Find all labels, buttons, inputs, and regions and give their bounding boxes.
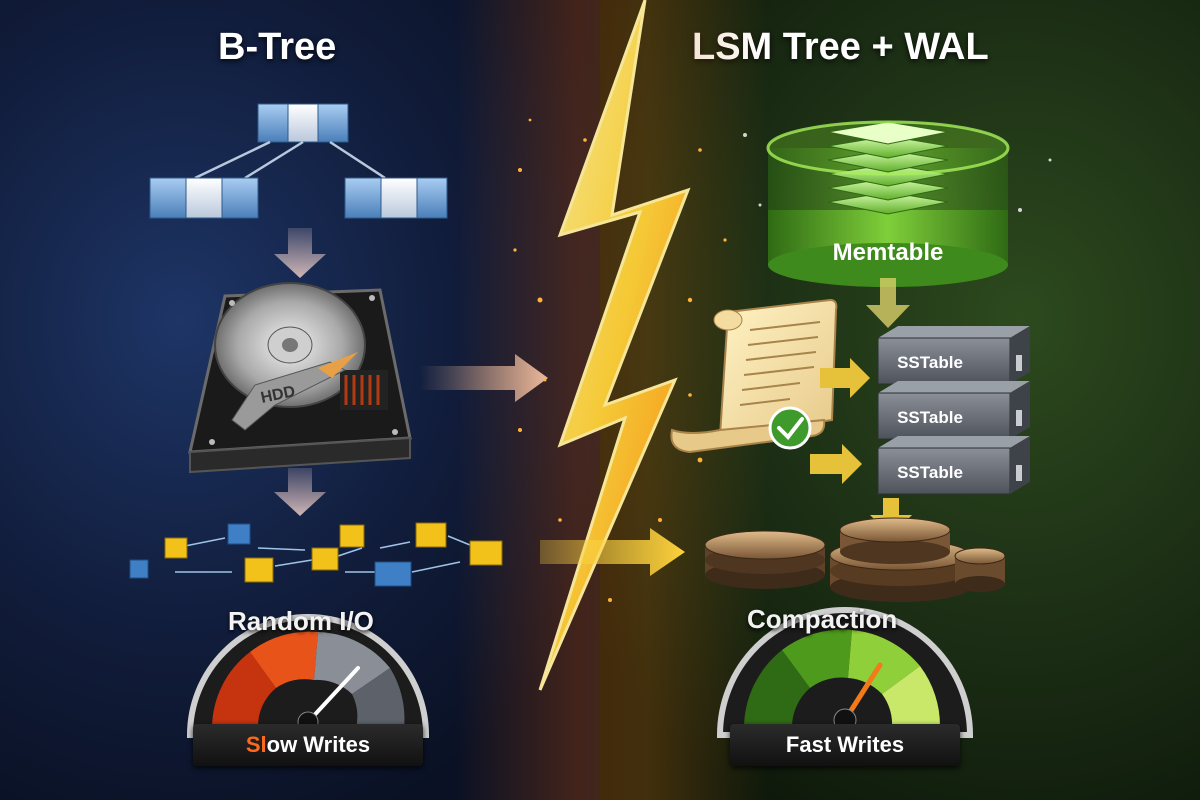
- memtable-icon: Memtable: [766, 120, 1010, 287]
- sstable-label: SSTable: [897, 463, 963, 482]
- arrow-icon: [810, 444, 862, 484]
- sstable-label: SSTable: [897, 408, 963, 427]
- lsm-title: LSM Tree + WAL: [692, 26, 989, 68]
- arrow-icon: [820, 358, 870, 398]
- sstable-3: SSTable: [877, 436, 1030, 495]
- btree-title: B-Tree: [218, 26, 337, 68]
- sstable-label: SSTable: [897, 353, 963, 372]
- sparkles: [743, 133, 1052, 212]
- sstable-1: SSTable: [877, 326, 1030, 385]
- arrow-icon: [866, 278, 910, 328]
- fast-writes-label: Fast Writes: [730, 724, 960, 766]
- btree-right-child-node: [344, 177, 448, 219]
- hard-drive-icon: HDD: [188, 282, 412, 474]
- compaction-label: Compaction: [747, 604, 898, 634]
- arrow-icon: [420, 354, 548, 402]
- btree-edges: [194, 140, 386, 180]
- compaction-coins-icon: [704, 517, 1006, 602]
- btree-left-child-node: [149, 177, 259, 219]
- random-io-label: Random I/O: [228, 606, 374, 636]
- random-io-blocks: [129, 522, 503, 587]
- scroll-icon: [670, 298, 838, 454]
- btree-root-node: [257, 103, 349, 143]
- memtable-label: Memtable: [833, 239, 944, 266]
- sstable-2: SSTable: [877, 381, 1030, 440]
- sstable-stack: SSTable SSTable SSTable: [877, 326, 1030, 495]
- slow-gauge-icon: [186, 614, 430, 738]
- btree-diagram: [149, 103, 448, 219]
- hdd-label: HDD: [259, 383, 296, 407]
- arrow-icon: [870, 498, 912, 536]
- lightning-bolt-icon: [513, 0, 727, 691]
- arrow-icon: [274, 228, 326, 278]
- slow-writes-label: Slow Writes: [193, 724, 423, 766]
- check-icon: [768, 406, 812, 450]
- arrow-icon: [274, 468, 326, 516]
- arrow-icon: [540, 528, 685, 576]
